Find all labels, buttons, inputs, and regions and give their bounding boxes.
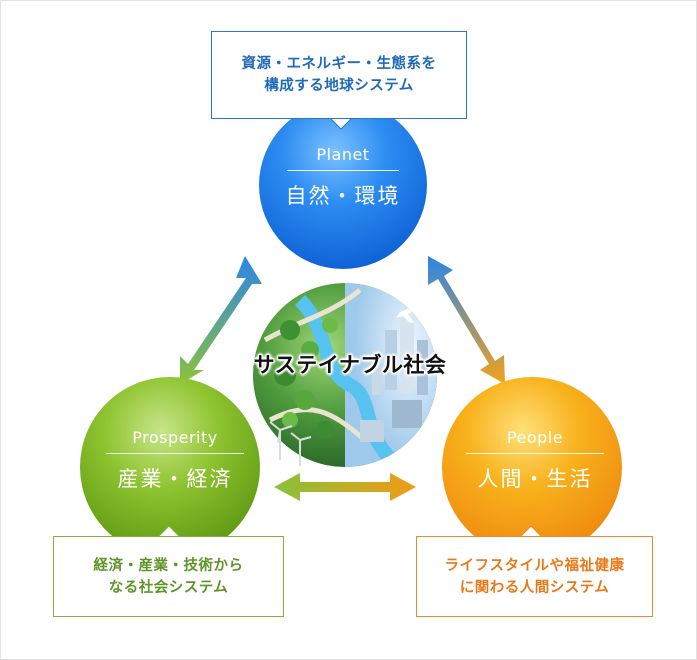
prosperity-circle bbox=[80, 377, 260, 557]
people-label: People 人間・生活 bbox=[460, 428, 610, 493]
people-divider bbox=[466, 453, 604, 454]
planet-english-title: Planet bbox=[316, 145, 370, 164]
arrow-planet-people bbox=[428, 256, 505, 384]
people-circle bbox=[442, 377, 622, 557]
prosperity-divider bbox=[106, 453, 244, 454]
planet-japanese-title: 自然・環境 bbox=[285, 184, 401, 208]
planet-description-line-2: 構成する地球システム bbox=[264, 78, 414, 94]
people-english-title: People bbox=[506, 428, 564, 447]
planet-circle bbox=[259, 101, 427, 269]
arrow-planet-prosperity bbox=[180, 256, 262, 384]
planet-divider bbox=[287, 170, 399, 171]
prosperity-description-line-1: 経済・産業・技術から bbox=[93, 557, 244, 574]
people-japanese-title: 人間・生活 bbox=[477, 467, 593, 491]
center-label: サステイナブル社会 bbox=[253, 353, 447, 377]
prosperity-english-title: Prosperity bbox=[132, 428, 218, 447]
planet-description-box: 資源・エネルギー・生態系を 構成する地球システム bbox=[211, 31, 467, 119]
prosperity-description-box: 経済・産業・技術から なる社会システム bbox=[53, 536, 284, 617]
prosperity-description-line-2: なる社会システム bbox=[108, 579, 229, 596]
prosperity-label: Prosperity 産業・経済 bbox=[95, 428, 255, 493]
planet-description-line-1: 資源・エネルギー・生態系を bbox=[241, 56, 437, 72]
people-description-line-1: ライフスタイルや福祉健康 bbox=[444, 557, 625, 574]
people-description-box: ライフスタイルや福祉健康 に関わる人間システム bbox=[416, 536, 653, 617]
people-description-line-2: に関わる人間システム bbox=[459, 579, 610, 596]
arrow-prosperity-people bbox=[274, 473, 416, 501]
planet-label: Planet 自然・環境 bbox=[278, 145, 408, 210]
prosperity-japanese-title: 産業・経済 bbox=[117, 467, 233, 491]
